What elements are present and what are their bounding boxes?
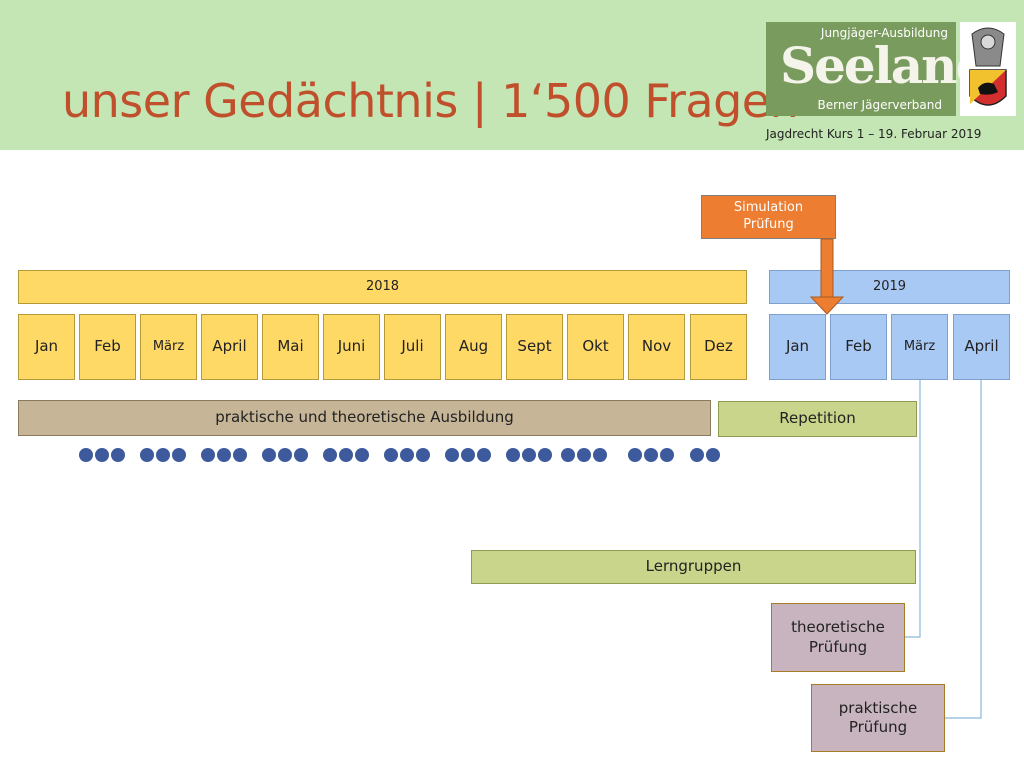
question-dot	[140, 448, 154, 462]
month-2018-aug: Aug	[445, 314, 502, 380]
question-dot	[461, 448, 475, 462]
course-subtitle: Jagdrecht Kurs 1 – 19. Februar 2019	[766, 127, 982, 141]
month-2018-juli: Juli	[384, 314, 441, 380]
question-dot	[262, 448, 276, 462]
month-2019-maerz: März	[891, 314, 948, 380]
bern-crest-icon	[960, 22, 1016, 116]
question-dot	[577, 448, 591, 462]
month-2018-feb: Feb	[79, 314, 136, 380]
question-dot	[644, 448, 658, 462]
seeland-logo: Jungjäger-Ausbildung Seeland Berner Jäge…	[766, 22, 990, 116]
repetition-bar: Repetition	[718, 401, 917, 437]
month-2018-dez: Dez	[690, 314, 747, 380]
logo-main-text: Seeland	[780, 36, 990, 95]
page-title: unser Gedächtnis | 1‘500 Fragen	[62, 74, 799, 128]
question-dot	[172, 448, 186, 462]
question-dot	[156, 448, 170, 462]
question-dot	[706, 448, 720, 462]
question-dot	[278, 448, 292, 462]
question-dot	[233, 448, 247, 462]
question-dot	[538, 448, 552, 462]
year-2019-bar: 2019	[769, 270, 1010, 304]
month-2018-maerz: März	[140, 314, 197, 380]
question-dot	[294, 448, 308, 462]
month-2018-april: April	[201, 314, 258, 380]
question-dot	[400, 448, 414, 462]
month-2018-nov: Nov	[628, 314, 685, 380]
question-dot	[660, 448, 674, 462]
question-dot	[217, 448, 231, 462]
question-dot	[95, 448, 109, 462]
logo-bottom-text: Berner Jägerverband	[817, 98, 942, 112]
question-dot	[323, 448, 337, 462]
training-bar: praktische und theoretische Ausbildung	[18, 400, 711, 436]
month-2019-feb: Feb	[830, 314, 887, 380]
question-dot	[79, 448, 93, 462]
question-dot	[416, 448, 430, 462]
logo-top-text: Jungjäger-Ausbildung	[820, 26, 948, 40]
question-dot	[593, 448, 607, 462]
month-2018-mai: Mai	[262, 314, 319, 380]
question-dot	[561, 448, 575, 462]
question-dot	[445, 448, 459, 462]
question-dot	[111, 448, 125, 462]
month-2018-okt: Okt	[567, 314, 624, 380]
question-dot	[522, 448, 536, 462]
simulation-exam-box: Simulation Prüfung	[701, 195, 836, 239]
month-2018-sept: Sept	[506, 314, 563, 380]
practical-exam-box: praktische Prüfung	[811, 684, 945, 752]
question-dot	[628, 448, 642, 462]
year-2018-bar: 2018	[18, 270, 747, 304]
question-dot	[339, 448, 353, 462]
month-2018-juni: Juni	[323, 314, 380, 380]
month-2019-april: April	[953, 314, 1010, 380]
month-2018-jan: Jan	[18, 314, 75, 380]
question-dot	[506, 448, 520, 462]
question-dot	[355, 448, 369, 462]
question-dot	[201, 448, 215, 462]
question-dot	[477, 448, 491, 462]
learning-groups-bar: Lerngruppen	[471, 550, 916, 584]
month-2019-jan: Jan	[769, 314, 826, 380]
question-dot	[690, 448, 704, 462]
question-dot	[384, 448, 398, 462]
theory-exam-box: theoretische Prüfung	[771, 603, 905, 672]
